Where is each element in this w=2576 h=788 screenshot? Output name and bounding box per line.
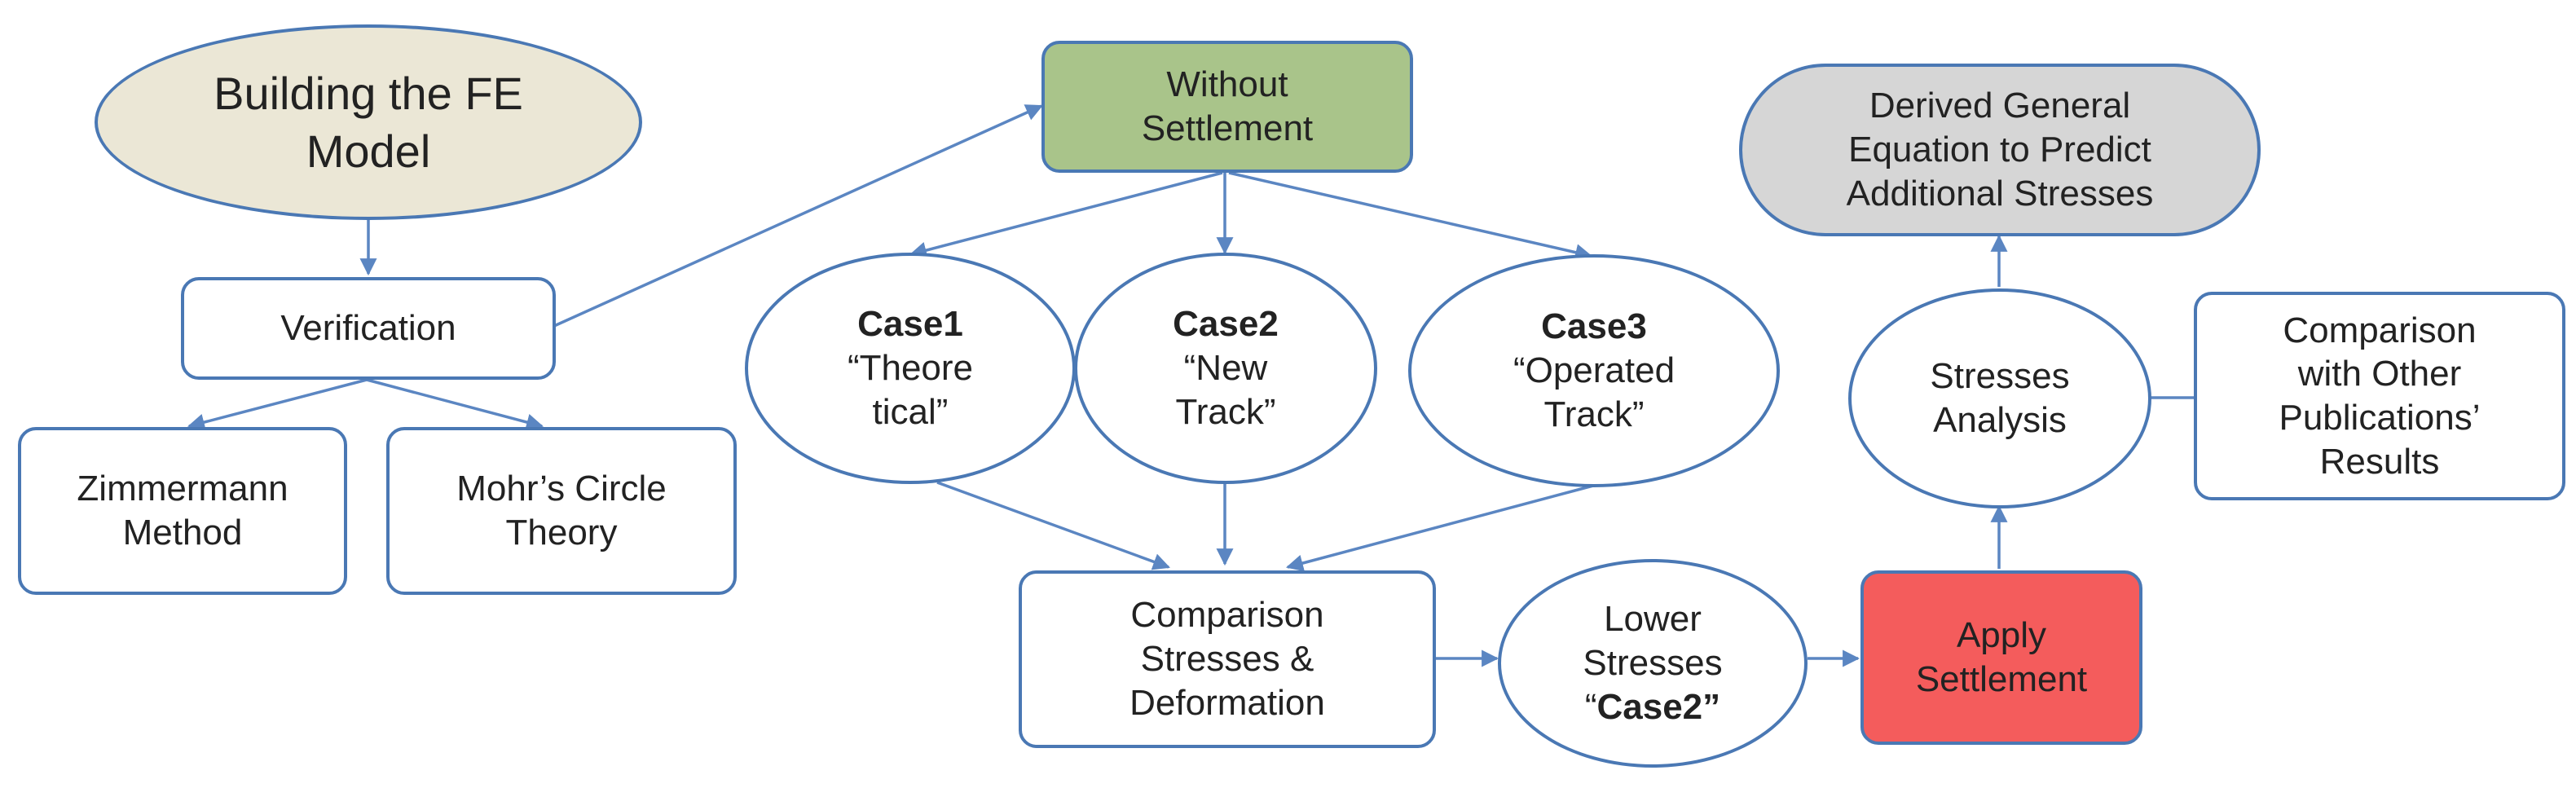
mohr-line2: Theory (505, 513, 618, 552)
lower-line2: Stresses (1583, 643, 1723, 684)
comparison-stresses-deformation-node: Comparison Stresses & Deformation (1019, 570, 1436, 748)
arrow-without-to-case3 (1228, 171, 1593, 262)
derived-line3: Additional Stresses (1846, 173, 2154, 214)
apply-settlement-node: Apply Settlement (1860, 570, 2142, 745)
arrow-case3-to-comparison (1285, 484, 1594, 572)
derived-equation-node: Derived General Equation to Predict Addi… (1739, 64, 2261, 236)
pubs-line1: Comparison (2283, 310, 2477, 350)
verification-node: Verification (181, 277, 556, 380)
lower-line3-bold: Case2” (1596, 686, 1721, 727)
case1-line2: tical” (872, 391, 949, 432)
arrow-without-to-case1 (909, 171, 1223, 259)
comparison-publications-node: Comparison with Other Publications’ Resu… (2194, 292, 2565, 500)
arrow-verification-to-zimmermann (187, 378, 368, 431)
lower-line3-prefix: “ (1584, 686, 1597, 727)
pubs-line2: with Other (2297, 354, 2462, 394)
building-line2: Model (306, 125, 431, 177)
arrow-case1-to-comparison (936, 481, 1170, 570)
comparison-line1: Comparison (1130, 595, 1324, 636)
without-settlement-line1: Without (1166, 64, 1288, 105)
lower-line1: Lower (1604, 599, 1702, 640)
lower-line3: “Case2” (1583, 685, 1722, 729)
without-settlement-line2: Settlement (1141, 108, 1314, 148)
comparison-line3: Deformation (1129, 682, 1325, 723)
stresses-analysis-line1: Stresses (1930, 356, 2070, 397)
derived-line2: Equation to Predict (1848, 130, 2151, 170)
case2-node: Case2 “New Track” (1074, 253, 1377, 484)
stresses-analysis-node: Stresses Analysis (1848, 288, 2151, 508)
lower-stresses-node: Lower Stresses “Case2” (1498, 559, 1808, 768)
derived-line1: Derived General (1869, 86, 2131, 126)
mohrs-circle-theory-node: Mohr’s Circle Theory (386, 427, 737, 595)
apply-line1: Apply (1956, 615, 2047, 656)
case3-line1: “Operated (1513, 350, 1676, 391)
pubs-line3: Publications’ (2279, 398, 2481, 438)
case3-line2: Track” (1543, 394, 1645, 434)
case2-title: Case2 (1173, 304, 1279, 345)
building-line1: Building the FE (214, 67, 523, 119)
apply-line2: Settlement (1915, 659, 2088, 699)
pubs-line4: Results (2319, 441, 2440, 482)
zimmermann-line2: Method (122, 513, 243, 552)
arrow-verification-to-mohr (366, 378, 544, 431)
stresses-analysis-line2: Analysis (1933, 400, 2067, 440)
case1-line1: “Theore (847, 348, 974, 389)
without-settlement-node: Without Settlement (1041, 41, 1413, 173)
case3-node: Case3 “Operated Track” (1408, 254, 1780, 487)
arrow-verification-to-without-settlement (553, 104, 1043, 328)
case1-title: Case1 (857, 304, 963, 345)
case1-node: Case1 “Theore tical” (745, 253, 1076, 484)
case2-line2: Track” (1175, 391, 1276, 432)
zimmermann-line1: Zimmermann (77, 469, 288, 509)
comparison-line2: Stresses & (1140, 639, 1314, 680)
case3-title: Case3 (1541, 306, 1647, 347)
verification-label: Verification (280, 308, 456, 349)
building-fe-model-node: Building the FE Model (95, 24, 642, 220)
zimmermann-method-node: Zimmermann Method (18, 427, 347, 595)
case2-line1: “New (1183, 348, 1268, 389)
mohr-line1: Mohr’s Circle (456, 469, 667, 509)
